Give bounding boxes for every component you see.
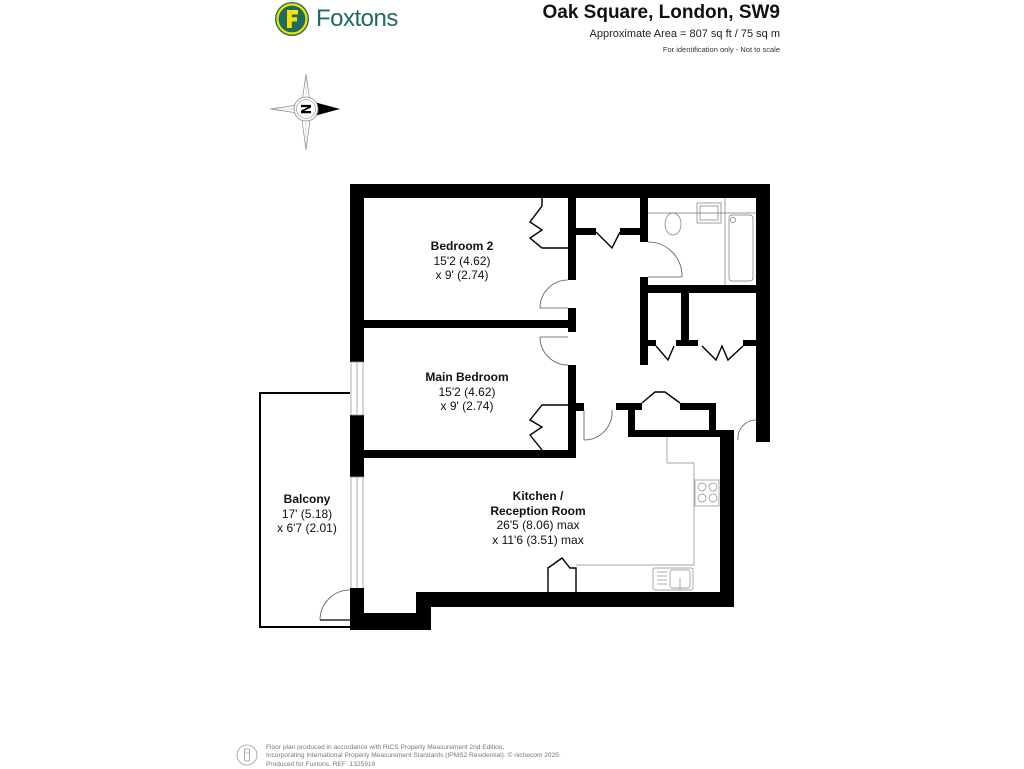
bathroom-fixtures: [648, 198, 756, 285]
kitchen-fixtures: [576, 437, 720, 591]
room-bedroom-2: Bedroom 2 15'2 (4.62) x 9' (2.74): [431, 239, 494, 283]
approximate-area: Approximate Area = 807 sq ft / 75 sq m: [589, 28, 780, 40]
room-name: Kitchen /: [512, 489, 564, 503]
room-dimension-2: x 9' (2.74): [440, 399, 494, 413]
balcony-outline: [259, 392, 352, 628]
room-kitchen-reception: Kitchen / Reception Room 26'5 (8.06) max…: [490, 489, 585, 547]
room-dimension-1: 15'2 (4.62): [438, 384, 496, 399]
doors: [319, 241, 757, 621]
footer: Floor plan produced in accordance with R…: [236, 744, 561, 769]
foxtons-logo: Foxtons: [274, 1, 398, 37]
room-dimension-2: x 6'7 (2.01): [277, 521, 337, 535]
windows: [350, 361, 364, 591]
compass-label: N: [300, 104, 315, 115]
room-name: Main Bedroom: [425, 370, 509, 384]
brand-name: Foxtons: [316, 5, 398, 32]
property-address: Oak Square, London, SW9: [542, 2, 780, 23]
room-name: Bedroom 2: [430, 239, 494, 253]
wardrobe-doors: [528, 198, 744, 592]
room-balcony: Balcony 17' (5.18) x 6'7 (2.01): [277, 492, 337, 536]
room-dimension-2: x 9' (2.74): [435, 268, 489, 282]
room-name-line-2: Reception Room: [490, 503, 586, 518]
room-dimension-1: 15'2 (4.62): [433, 253, 491, 268]
footer-line-2: Incorporating International Property Mea…: [266, 752, 561, 760]
foxtons-badge-icon: [275, 2, 309, 36]
compass-north-icon: N: [269, 73, 340, 151]
room-dimension-2: x 11'6 (3.51) max: [492, 532, 584, 547]
room-dimension-1: 17' (5.18): [281, 506, 333, 521]
disclaimer-note: For identification only - Not to scale: [662, 45, 780, 54]
room-dimension-1: 26'5 (8.06) max: [496, 518, 580, 532]
measurement-icon: [236, 744, 258, 766]
footer-line-3: Produced for Foxtons. REF: 1325919: [266, 760, 376, 768]
room-name: Balcony: [283, 492, 331, 506]
walls: [350, 184, 770, 630]
room-main-bedroom: Main Bedroom 15'2 (4.62) x 9' (2.74): [425, 370, 508, 414]
footer-line-1: Floor plan produced in accordance with R…: [266, 744, 505, 751]
